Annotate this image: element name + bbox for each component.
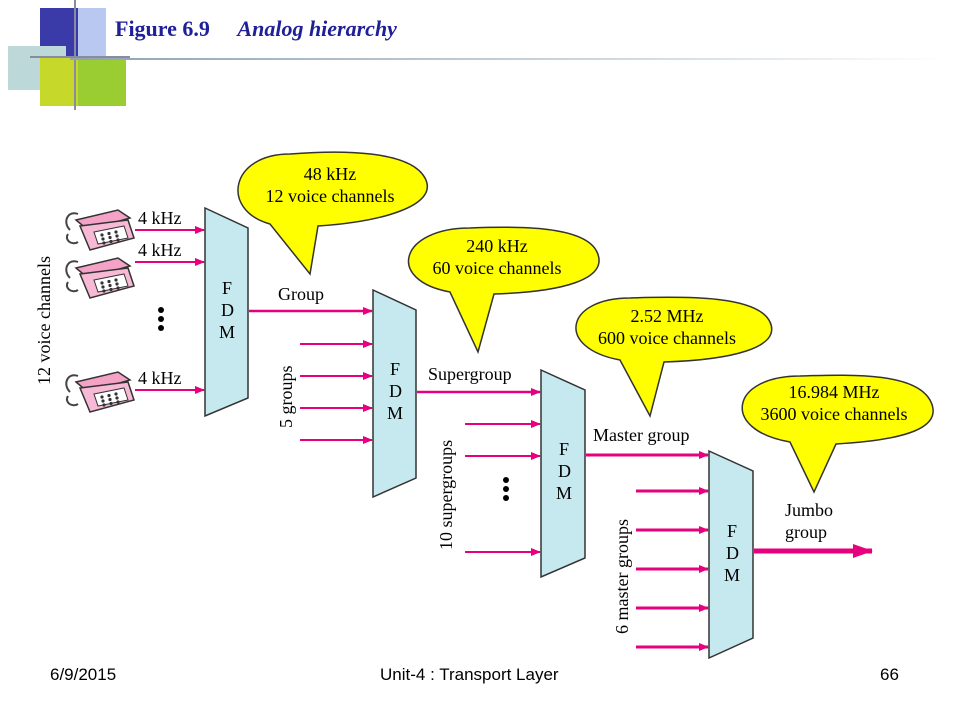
callout-stage1-line1: 48 kHz xyxy=(304,164,357,184)
fdm-multiplexer-2 xyxy=(372,288,417,499)
callout-stage4-line2: 3600 voice channels xyxy=(761,404,908,424)
fdm-letter: M xyxy=(556,483,572,503)
fdm-letter: D xyxy=(726,543,739,563)
callout-stage1 xyxy=(237,151,428,276)
stage4-side-label: 6 master groups xyxy=(612,519,632,634)
figure-number: Figure 6.9 xyxy=(115,16,210,41)
stage1-input-label: 4 kHz xyxy=(138,240,182,260)
callout-stage2 xyxy=(407,226,600,355)
callout-stage3 xyxy=(575,296,773,419)
fdm-letter: F xyxy=(559,439,569,459)
fdm-multiplexer-4 xyxy=(708,449,754,660)
callout-stage2-line1: 240 kHz xyxy=(466,236,528,256)
stage1-side-label: 12 voice channels xyxy=(34,256,54,385)
callout-stage2-line2: 60 voice channels xyxy=(433,258,562,278)
stage1-input-label: 4 kHz xyxy=(138,368,182,388)
stage3-side-label: 10 supergroups xyxy=(436,440,456,550)
callout-stage4-line1: 16.984 MHz xyxy=(789,382,880,402)
fdm-letter: M xyxy=(387,403,403,423)
stage3-ellipsis xyxy=(503,477,509,501)
footer-date: 6/9/2015 xyxy=(50,665,117,684)
callout-stage3-line2: 600 voice channels xyxy=(598,328,736,348)
fdm-letter: M xyxy=(724,565,740,585)
footer-center: Unit-4 : Transport Layer xyxy=(380,665,559,684)
jumbo-group-label-line2: group xyxy=(785,522,827,542)
stage1-ellipsis xyxy=(158,307,164,331)
fdm-letter: D xyxy=(221,300,234,320)
footer-page-number: 66 xyxy=(880,665,899,684)
callout-stage4 xyxy=(741,374,934,494)
title-underline xyxy=(70,58,950,60)
callout-stage3-line1: 2.52 MHz xyxy=(631,306,704,326)
telephone-icon xyxy=(65,257,135,299)
jumbo-group-label-line1: Jumbo xyxy=(785,500,833,520)
fdm-letter: M xyxy=(219,322,235,342)
telephone-icon xyxy=(65,209,135,251)
supergroup-output-label: Supergroup xyxy=(428,364,512,384)
stage2-side-label: 5 groups xyxy=(276,366,296,429)
fdm-letter: D xyxy=(558,461,571,481)
telephone-icon xyxy=(65,371,135,413)
master-group-output-label: Master group xyxy=(593,425,689,445)
slide-title: Figure 6.9 Analog hierarchy xyxy=(115,16,397,42)
callout-stage1-line2: 12 voice channels xyxy=(266,186,395,206)
fdm-letter: F xyxy=(222,278,232,298)
group-output-label: Group xyxy=(278,284,324,304)
figure-caption: Analog hierarchy xyxy=(237,16,397,41)
fdm-letter: F xyxy=(727,521,737,541)
fdm-multiplexer-3 xyxy=(540,368,586,579)
fdm-multiplexer-1 xyxy=(204,206,249,418)
fdm-letter: F xyxy=(390,359,400,379)
fdm-letter: D xyxy=(389,381,402,401)
corner-decoration xyxy=(0,0,130,110)
stage1-input-label: 4 kHz xyxy=(138,208,182,228)
